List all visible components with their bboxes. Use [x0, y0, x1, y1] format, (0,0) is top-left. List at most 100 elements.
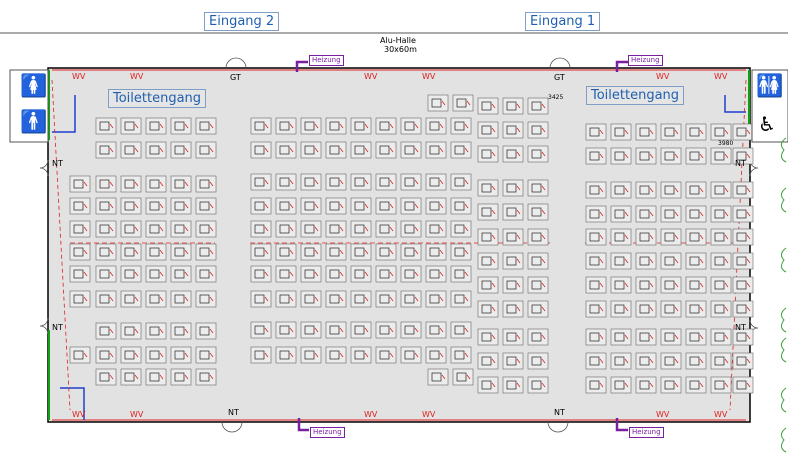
wall-marker: WV: [72, 410, 86, 419]
stand: [425, 141, 447, 159]
stand: [120, 322, 142, 340]
stand: [732, 147, 754, 165]
stand: [635, 328, 657, 346]
gate-marker: GT: [230, 73, 241, 82]
stand: [120, 117, 142, 135]
stand: [375, 173, 397, 191]
stand: [375, 220, 397, 238]
stand: [427, 94, 449, 112]
stand: [685, 181, 707, 199]
stand: [145, 117, 167, 135]
hall-size: 30x60m: [384, 45, 417, 54]
stand: [660, 352, 682, 370]
stand: [502, 300, 524, 318]
stand: [732, 352, 754, 370]
stand: [275, 197, 297, 215]
stand: [610, 205, 632, 223]
stand: [635, 352, 657, 370]
toilet-block-left: [9, 69, 49, 143]
stand: [95, 243, 117, 261]
stand: [685, 300, 707, 318]
stand: [502, 97, 524, 115]
entrance-2-label: Eingang 2: [204, 12, 280, 31]
stand: [325, 290, 347, 308]
stand: [400, 141, 422, 159]
stand: [685, 205, 707, 223]
stand: [170, 368, 192, 386]
stand: [275, 346, 297, 364]
stand: [610, 328, 632, 346]
stand: [95, 265, 117, 283]
door-swing-icon: [39, 57, 759, 433]
stand: [69, 197, 91, 215]
stand: [250, 290, 272, 308]
stand: [325, 197, 347, 215]
stand: [170, 141, 192, 159]
stand: [400, 290, 422, 308]
stand: [732, 205, 754, 223]
stand: [170, 197, 192, 215]
stand: [300, 290, 322, 308]
stand: [685, 252, 707, 270]
stand: [610, 300, 632, 318]
stand: [325, 243, 347, 261]
stand: [527, 276, 549, 294]
emergency-exit-marker: NT: [52, 323, 63, 332]
stand: [732, 276, 754, 294]
stand: [375, 141, 397, 159]
stand: [120, 175, 142, 193]
tree-icon: [780, 137, 787, 453]
stand: [635, 228, 657, 246]
stand: [450, 117, 472, 135]
corridor-marker-right: [724, 95, 746, 113]
toilet-corridor-left-label: Toilettengang: [108, 89, 207, 108]
wall-marker: WV: [364, 72, 378, 81]
stand: [425, 117, 447, 135]
stand: [660, 376, 682, 394]
stand: [685, 228, 707, 246]
stand: [275, 321, 297, 339]
stand: [195, 265, 217, 283]
stand: [145, 243, 167, 261]
stand: [400, 197, 422, 215]
emergency-exit-marker: NT: [735, 323, 746, 332]
stand: [502, 145, 524, 163]
gate-marker: GT: [554, 73, 565, 82]
stand: [477, 121, 499, 139]
stand: [170, 117, 192, 135]
stand: [527, 121, 549, 139]
stand: [585, 205, 607, 223]
stand: [350, 117, 372, 135]
stand: [685, 376, 707, 394]
stand: [145, 346, 167, 364]
stand: [585, 300, 607, 318]
stand: [477, 228, 499, 246]
stand: [400, 346, 422, 364]
stand: [275, 290, 297, 308]
stand: [375, 117, 397, 135]
stand: [660, 252, 682, 270]
stand: [95, 322, 117, 340]
stand: [400, 117, 422, 135]
stand: [275, 220, 297, 238]
stand: [450, 290, 472, 308]
wall-marker: WV: [130, 410, 144, 419]
wall-marker: WV: [714, 72, 728, 81]
stand: [300, 141, 322, 159]
stand: [585, 328, 607, 346]
stand: [425, 321, 447, 339]
stand: [145, 220, 167, 238]
stand: [660, 328, 682, 346]
stand: [450, 346, 472, 364]
stand: [610, 276, 632, 294]
stand: [732, 328, 754, 346]
stand: [450, 321, 472, 339]
stand-grid: [69, 94, 754, 394]
stand: [300, 346, 322, 364]
stand: [275, 141, 297, 159]
stand: [275, 265, 297, 283]
stand: [170, 243, 192, 261]
stand: [477, 252, 499, 270]
stand: [95, 346, 117, 364]
stand: [69, 175, 91, 193]
